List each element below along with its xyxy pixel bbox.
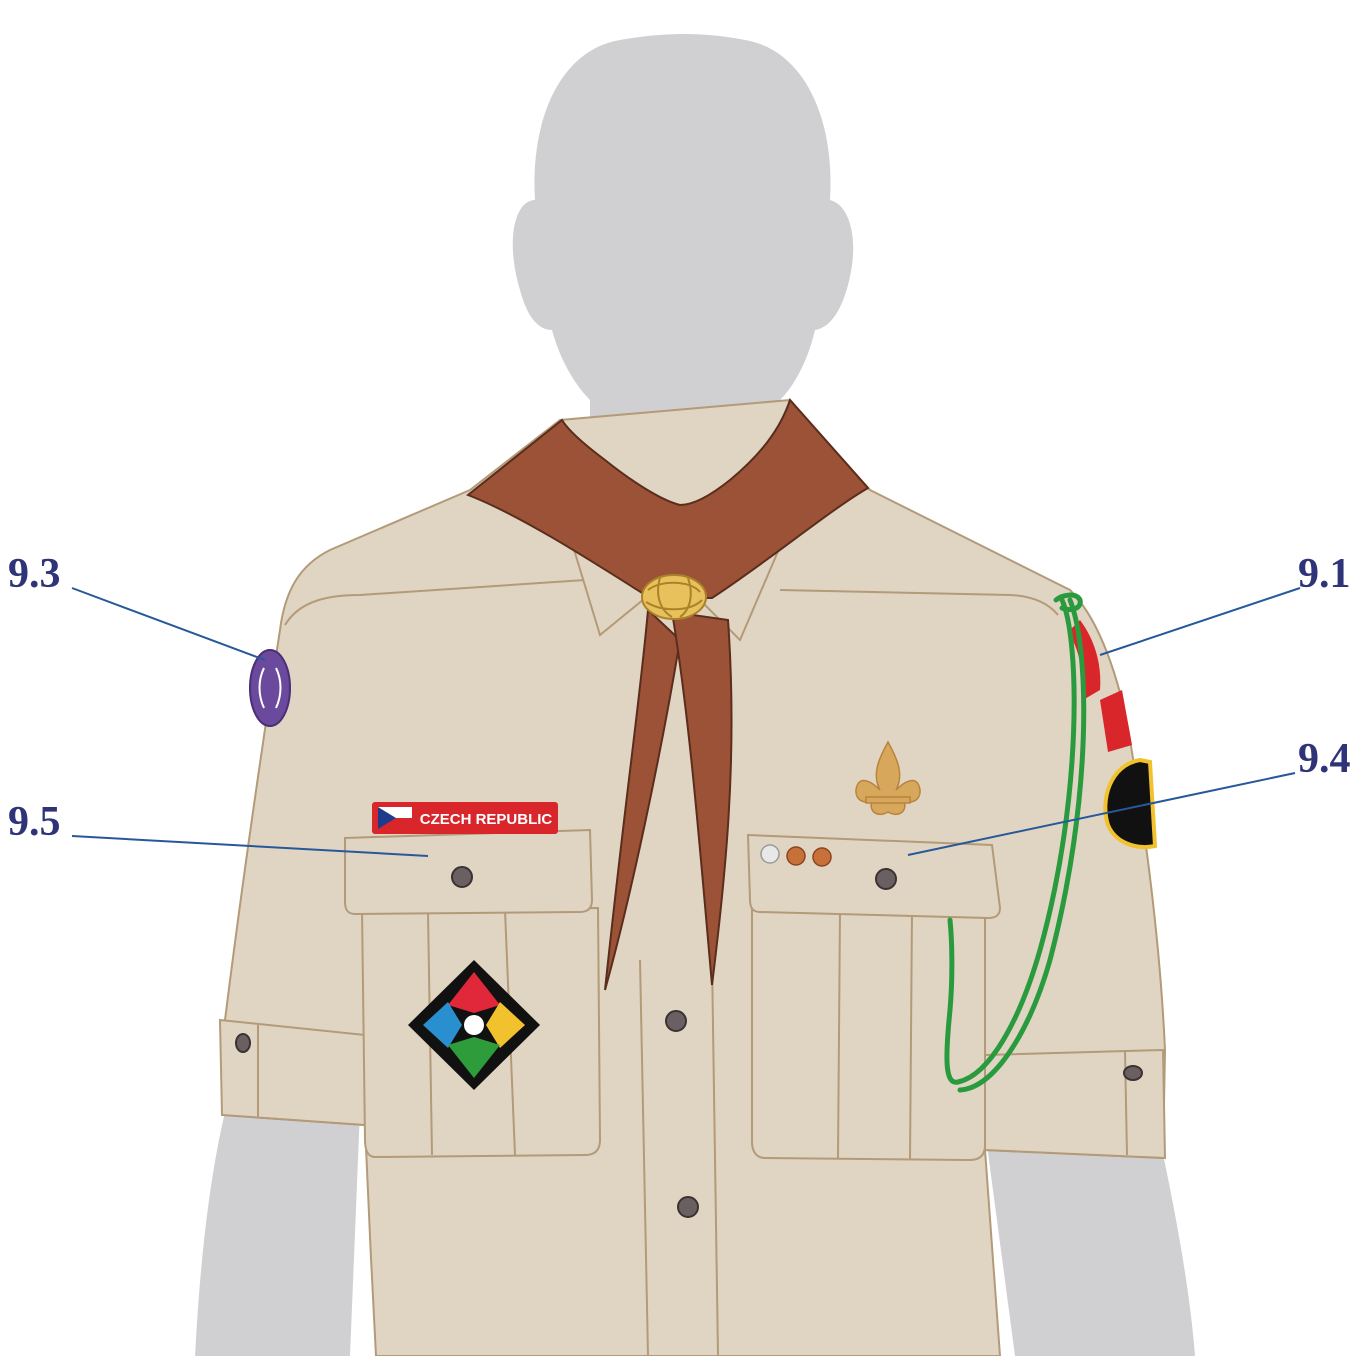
callout-9-5: 9.5 <box>8 799 61 845</box>
placket-button-1 <box>666 1011 686 1031</box>
world-membership-badge <box>250 650 290 726</box>
country-tape-text: CZECH REPUBLIC <box>420 811 553 828</box>
callout-9-1: 9.1 <box>1298 551 1351 597</box>
leaf-white <box>761 845 779 863</box>
leaf-brown-2 <box>813 848 831 866</box>
country-tape-badge: CZECH REPUBLIC <box>372 802 558 834</box>
left-cuff-button <box>236 1034 250 1052</box>
left-pocket-button <box>452 867 472 887</box>
right-pocket-flap <box>748 835 1000 918</box>
mannequin-left-arm <box>195 1100 360 1356</box>
mannequin-head <box>513 34 853 470</box>
callout-9-3: 9.3 <box>8 551 61 597</box>
mannequin-right-arm <box>985 1130 1195 1356</box>
proficiency-leaves <box>761 845 831 866</box>
placket-button-2 <box>678 1197 698 1217</box>
callout-9-4: 9.4 <box>1298 736 1351 782</box>
right-pocket-button <box>876 869 896 889</box>
callout-line-9-1 <box>1100 588 1300 655</box>
right-cuff-button <box>1124 1066 1142 1080</box>
woggle <box>642 575 706 619</box>
leaf-brown-1 <box>787 847 805 865</box>
right-pocket <box>748 835 1000 1160</box>
callout-line-9-3 <box>72 588 265 660</box>
